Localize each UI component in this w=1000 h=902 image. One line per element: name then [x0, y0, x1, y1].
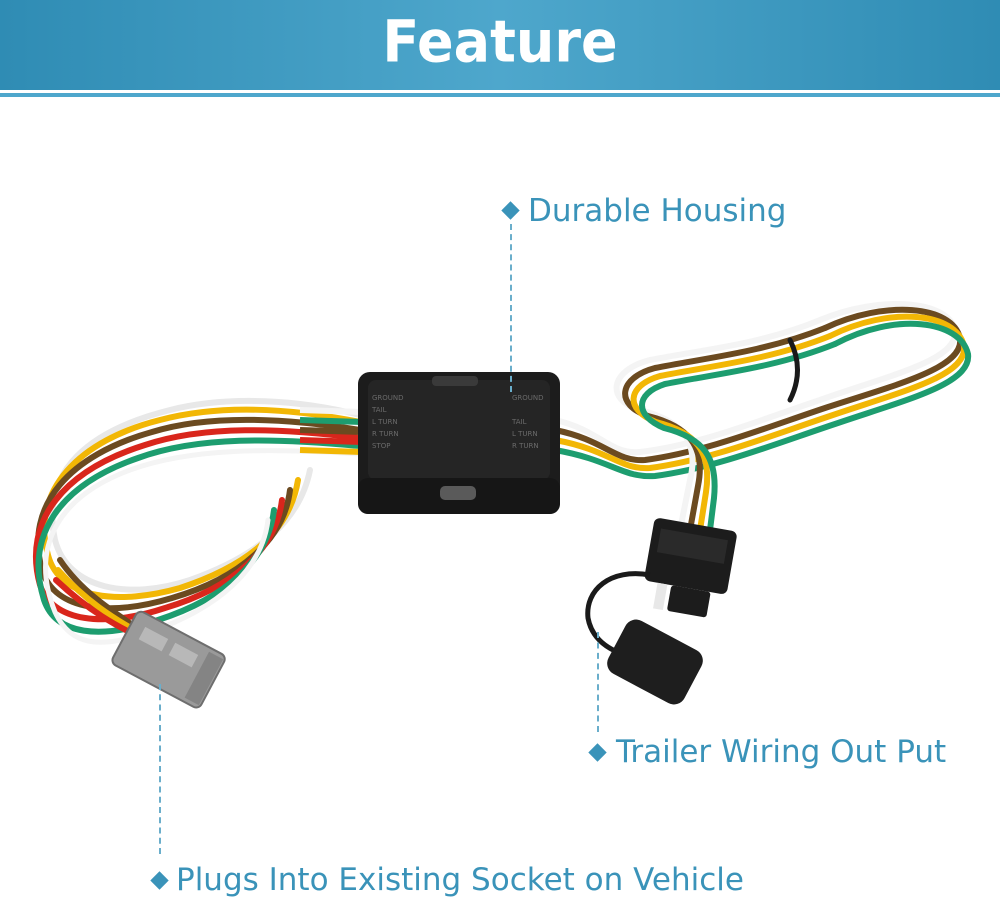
- trailer-callout-leader: [597, 632, 599, 732]
- feature-banner: [0, 0, 1000, 90]
- trailer-4-flat-connector: [644, 518, 737, 618]
- housing-callout-label: Durable Housing: [528, 193, 787, 229]
- housing-label-right-2: TAIL: [511, 418, 527, 426]
- housing-label-left-2: TAIL: [371, 406, 387, 414]
- housing-label-left-3: L TURN: [372, 418, 398, 426]
- vehicle-side-wire-loop: [32, 397, 363, 645]
- banner-title: Feature: [382, 7, 618, 76]
- housing-input-wires: [299, 407, 363, 455]
- trailer-dust-cap: [585, 571, 703, 705]
- banner-divider: [0, 93, 1000, 97]
- vehicle-callout-label: Plugs Into Existing Socket on Vehicle: [176, 862, 744, 898]
- converter-housing: GROUND TAIL L TURN R TURN STOP GROUND TA…: [358, 372, 560, 514]
- housing-label-right-3: L TURN: [512, 430, 538, 438]
- housing-label-right-1: GROUND: [512, 394, 544, 402]
- housing-callout-leader: [510, 224, 512, 392]
- housing-label-left-5: STOP: [372, 442, 390, 450]
- trailer-side-wires: [552, 301, 972, 533]
- housing-label-right-4: R TURN: [512, 442, 539, 450]
- vehicle-plug-connector: [111, 610, 226, 709]
- housing-label-left-4: R TURN: [372, 430, 399, 438]
- vehicle-callout-leader: [159, 684, 161, 854]
- trailer-callout-label: Trailer Wiring Out Put: [616, 734, 947, 770]
- housing-label-left-1: GROUND: [372, 394, 404, 402]
